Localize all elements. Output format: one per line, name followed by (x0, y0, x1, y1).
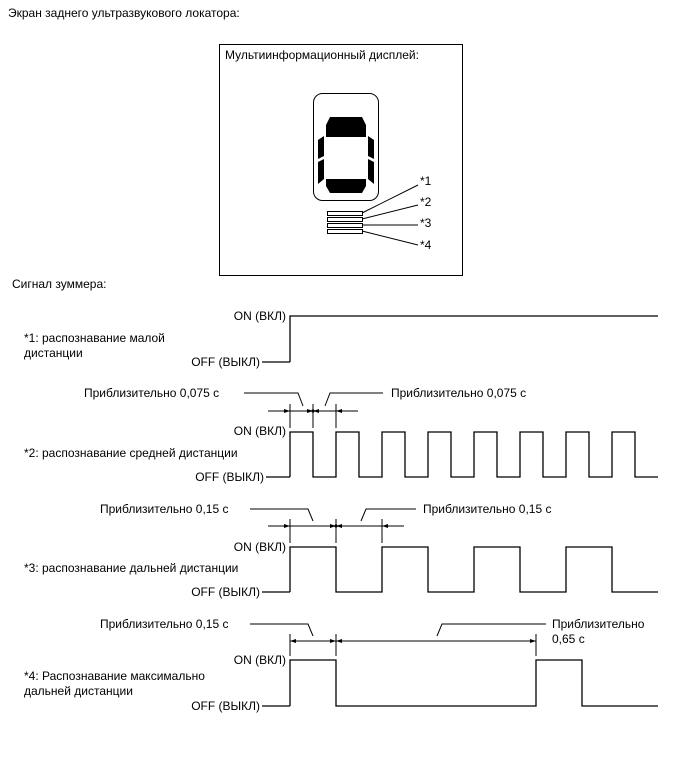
leader-line-1 (361, 184, 419, 214)
on-label-2: ON (ВКЛ) (233, 424, 286, 438)
off-label-2: OFF (ВЫКЛ) (195, 470, 264, 484)
distance-bar-2 (327, 217, 363, 222)
waveform-4 (289, 659, 658, 707)
ann-3-right: Приблизительно 0,15 с (423, 502, 552, 516)
leader-line-4 (361, 230, 419, 246)
car-right-upper-segment (368, 136, 374, 159)
car-right-lower-segment (368, 159, 374, 184)
leader-2-left (244, 392, 304, 407)
car-rear-segment (326, 179, 366, 193)
arrowhead (313, 409, 319, 413)
car-icon (318, 117, 374, 193)
waveform-1 (289, 315, 658, 362)
ann-4-left: Приблизительно 0,15 с (100, 617, 229, 631)
arrowhead (284, 524, 290, 528)
ann-4-right-line1: Приблизительно (552, 617, 645, 631)
arrowhead (530, 639, 536, 643)
ann-2-right: Приблизительно 0,075 с (391, 386, 527, 400)
arrowhead (290, 639, 296, 643)
leader-3-left (250, 508, 314, 522)
leader-line-2 (361, 204, 419, 220)
marker-1: *1 (420, 174, 432, 188)
off-label-1: OFF (ВЫКЛ) (191, 355, 260, 369)
leader-4-right (436, 623, 546, 637)
dot (311, 409, 315, 413)
car-outline (313, 93, 379, 201)
arrowhead (284, 409, 290, 413)
ann-2-left: Приблизительно 0,075 с (84, 386, 220, 400)
distance-bar-4 (327, 229, 363, 234)
desc-4-line2: дальней дистанции (24, 684, 133, 698)
car-left-lower-segment (318, 159, 324, 184)
desc-1-line2: дистанции (24, 346, 83, 360)
on-label-1: ON (ВКЛ) (233, 309, 286, 323)
waveform-2 (289, 431, 658, 478)
arrowhead (330, 639, 336, 643)
marker-4: *4 (420, 238, 432, 252)
car-left-upper-segment (318, 136, 324, 159)
distance-bar-1 (327, 211, 363, 216)
arrowhead (330, 524, 336, 528)
desc-4-line1: *4: Распознавание максимально (24, 669, 205, 683)
off-label-3: OFF (ВЫКЛ) (191, 585, 260, 599)
on-label-4: ON (ВКЛ) (233, 653, 286, 667)
leader-3-right (360, 508, 416, 522)
arrowhead (336, 524, 342, 528)
arrowhead (336, 409, 342, 413)
page-title: Экран заднего ультразвукового локатора: (8, 6, 240, 20)
display-frame (219, 44, 463, 276)
distance-bar-3 (327, 223, 363, 228)
arrowhead (382, 524, 388, 528)
leader-4-left (250, 623, 314, 637)
marker-3: *3 (420, 216, 432, 230)
waveform-3 (289, 546, 658, 593)
car-front-segment (326, 117, 366, 137)
marker-2: *2 (420, 195, 432, 209)
buzzer-title: Сигнал зуммера: (12, 277, 107, 291)
desc-3: *3: распознавание дальней дистанции (24, 561, 239, 575)
off-label-4: OFF (ВЫКЛ) (191, 699, 260, 713)
dot (334, 524, 338, 528)
desc-2: *2: распознавание средней дистанции (24, 446, 238, 460)
arrowhead (336, 639, 342, 643)
desc-1-line1: *1: распознавание малой (24, 331, 165, 345)
ann-4-right-line2: 0,65 с (552, 632, 585, 646)
display-label: Мультиинформационный дисплей: (225, 48, 419, 62)
ann-3-left: Приблизительно 0,15 с (100, 502, 229, 516)
leader-2-right (324, 392, 383, 407)
arrowhead (307, 409, 313, 413)
on-label-3: ON (ВКЛ) (233, 540, 286, 554)
